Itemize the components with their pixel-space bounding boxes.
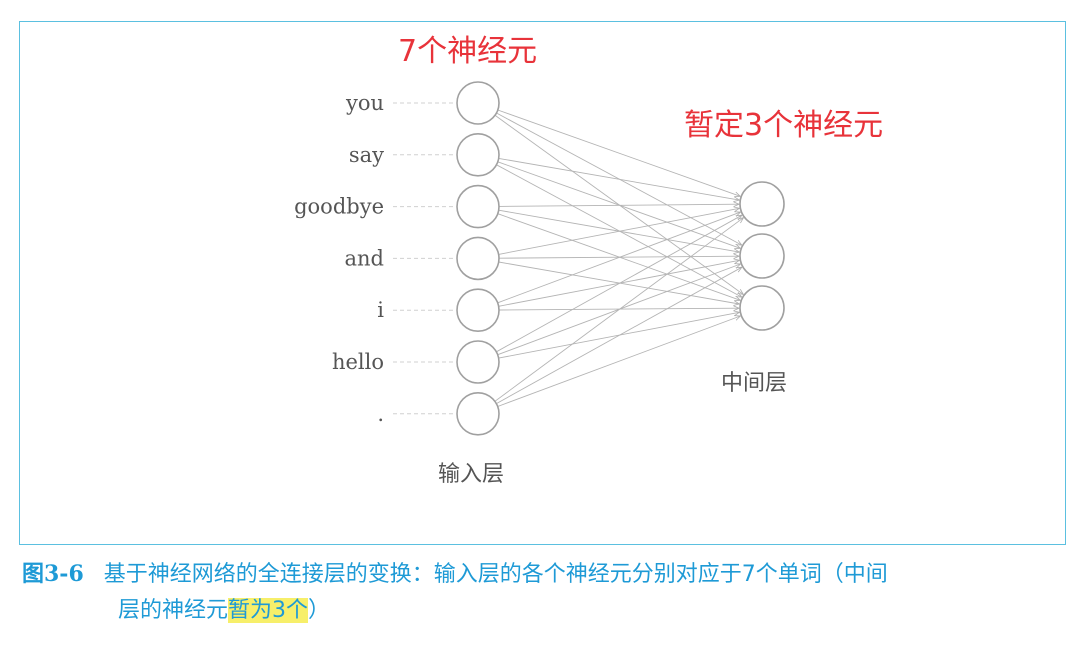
word-label-2: goodbye (294, 195, 384, 219)
word-label-6: . (377, 402, 384, 426)
edge-2-0 (498, 204, 739, 206)
input-neuron-0 (456, 81, 500, 125)
caption-text-2a: 层的神经元 (118, 598, 229, 623)
word-label-5: hello (332, 350, 384, 374)
caption-line-1: 图3-6 基于神经网络的全连接层的变换：输入层的各个神经元分别对应于7个单词（中间 (22, 556, 1072, 593)
edge-0-0 (497, 109, 741, 196)
input-word-labels: you say goodbye and i hello. (294, 91, 384, 426)
edge-4-0 (497, 212, 741, 304)
connection-edges (494, 109, 744, 407)
input-neuron-2 (456, 184, 500, 229)
caption-line-2: 层的神经元暂为3个） (22, 593, 1072, 629)
edge-6-1 (496, 267, 742, 404)
edge-6-2 (497, 316, 741, 407)
input-neuron-4 (456, 288, 500, 333)
word-label-1: say (349, 143, 384, 167)
middle-layer-heading: 暂定3个神经元 (684, 108, 883, 143)
input-layer-heading: 7个神经元 (398, 34, 537, 69)
figure-caption: 图3-6 基于神经网络的全连接层的变换：输入层的各个神经元分别对应于7个单词（中间… (22, 556, 1072, 629)
middle-layer-nodes (739, 181, 785, 331)
edge-6-0 (494, 218, 744, 402)
input-layer-label: 输入层 (438, 462, 504, 487)
figure-number: 图3-6 (22, 561, 84, 587)
middle-neuron-1 (739, 233, 785, 279)
word-guide-lines (393, 102, 455, 415)
input-neuron-5 (456, 340, 500, 384)
edge-1-0 (498, 157, 740, 200)
edge-3-0 (498, 208, 740, 255)
middle-neuron-2 (739, 285, 785, 331)
word-label-0: you (345, 91, 384, 115)
input-neuron-1 (456, 133, 500, 177)
caption-text-2b: ） (308, 598, 331, 623)
input-neuron-6 (456, 391, 500, 436)
middle-neuron-0 (739, 181, 785, 227)
caption-text-1: 基于神经网络的全连接层的变换：输入层的各个神经元分别对应于7个单词（中间 (103, 562, 888, 587)
edge-5-0 (496, 215, 742, 353)
middle-layer-label: 中间层 (721, 371, 787, 396)
input-layer-nodes (456, 81, 500, 436)
input-neuron-3 (456, 236, 500, 281)
word-label-3: and (345, 246, 385, 270)
word-label-4: i (377, 298, 384, 322)
caption-highlight: 暂为3个 (228, 598, 309, 623)
network-diagram: you say goodbye and i hello. 7个神经元 暂定3个神经元 输入… (294, 34, 883, 487)
figure-frame (19, 21, 1066, 545)
